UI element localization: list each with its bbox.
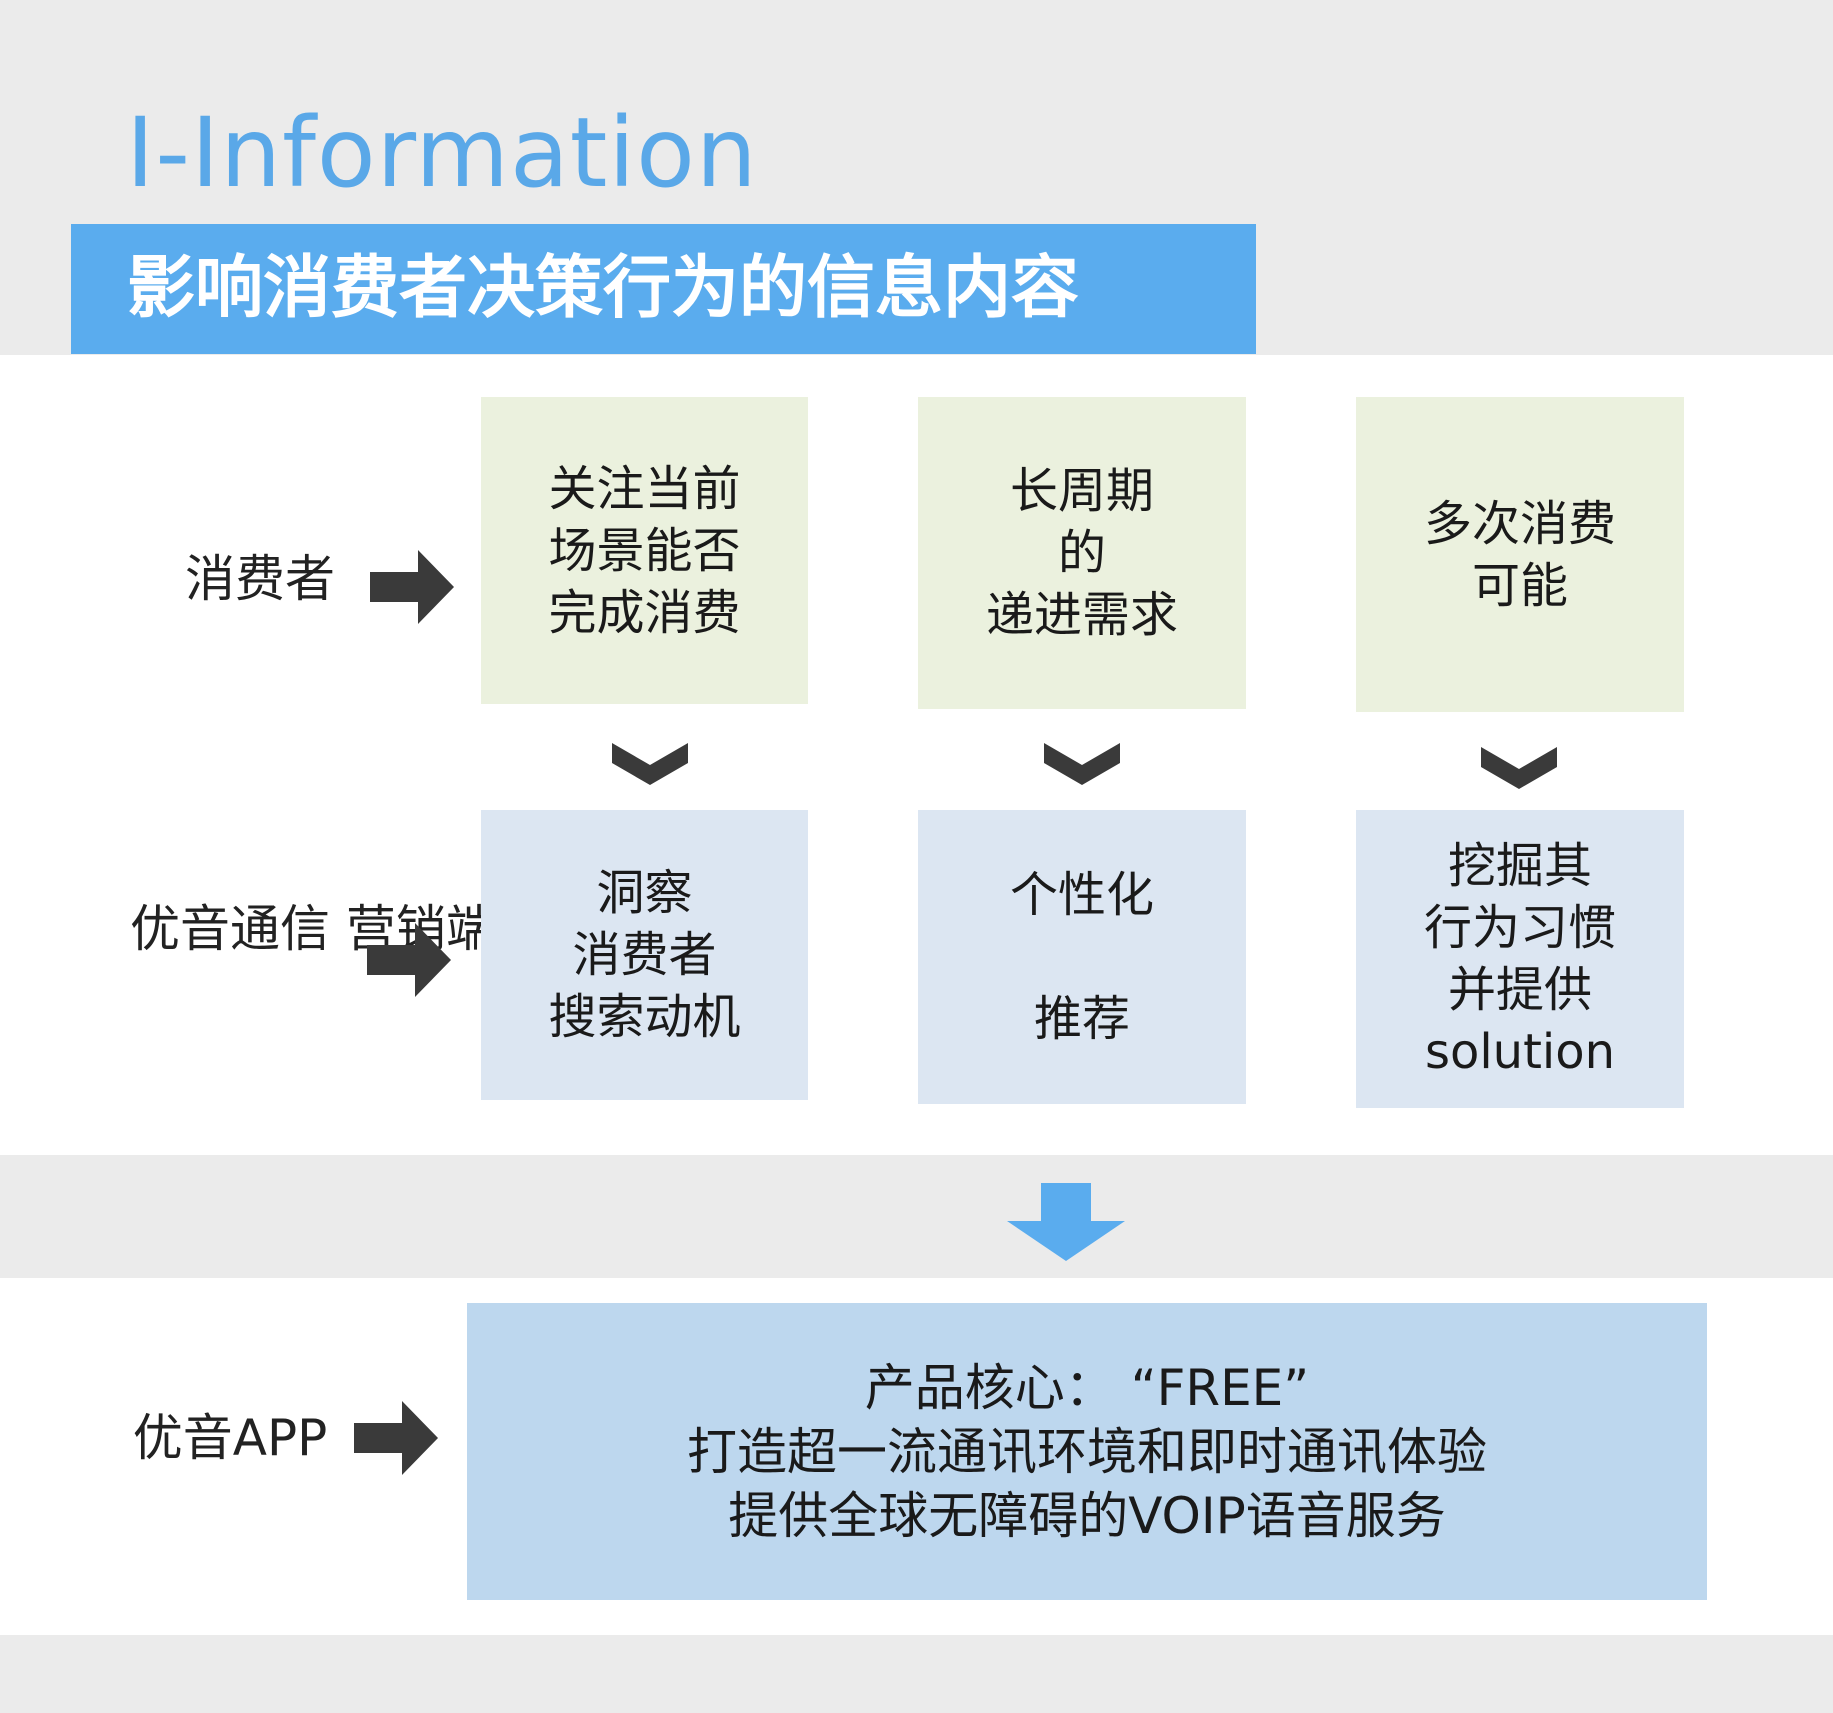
product-core-box: 产品核心： “FREE” 打造超一流通讯环境和即时通讯体验 提供全球无障碍的VO…	[467, 1303, 1707, 1600]
row-label-consumer: 消费者	[185, 550, 335, 608]
voip-service-line: 提供全球无障碍的VOIP语音服务	[728, 1486, 1446, 1545]
communication-line: 打造超一流通讯环境和即时通讯体验	[687, 1422, 1487, 1481]
right-arrow-icon	[367, 923, 451, 997]
title-bar-text: 影响消费者决策行为的信息内容	[127, 249, 1080, 328]
right-arrow-icon	[370, 550, 454, 624]
marketing-box-2: 个性化 推荐	[918, 810, 1246, 1104]
marketing-box-1: 洞察 消费者 搜索动机	[481, 810, 808, 1100]
row-label-marketing: 优音通信 营销端	[130, 900, 496, 958]
row-label-app: 优音APP	[132, 1409, 328, 1467]
chevron-down-icon	[1481, 747, 1557, 789]
right-arrow-icon	[354, 1401, 438, 1475]
title-bar: 影响消费者决策行为的信息内容	[71, 224, 1256, 354]
marketing-box-3: 挖掘其 行为习惯 并提供 solution	[1356, 810, 1684, 1108]
chevron-down-icon	[1044, 743, 1120, 785]
consumer-box-2: 长周期 的 递进需求	[918, 397, 1246, 709]
down-arrow-icon	[1007, 1183, 1125, 1261]
chevron-down-icon	[612, 743, 688, 785]
consumer-box-3: 多次消费 可能	[1356, 397, 1684, 712]
consumer-box-1: 关注当前 场景能否 完成消费	[481, 397, 808, 704]
page-title: I-Information	[126, 97, 758, 209]
product-core-line: 产品核心： “FREE”	[864, 1358, 1310, 1417]
